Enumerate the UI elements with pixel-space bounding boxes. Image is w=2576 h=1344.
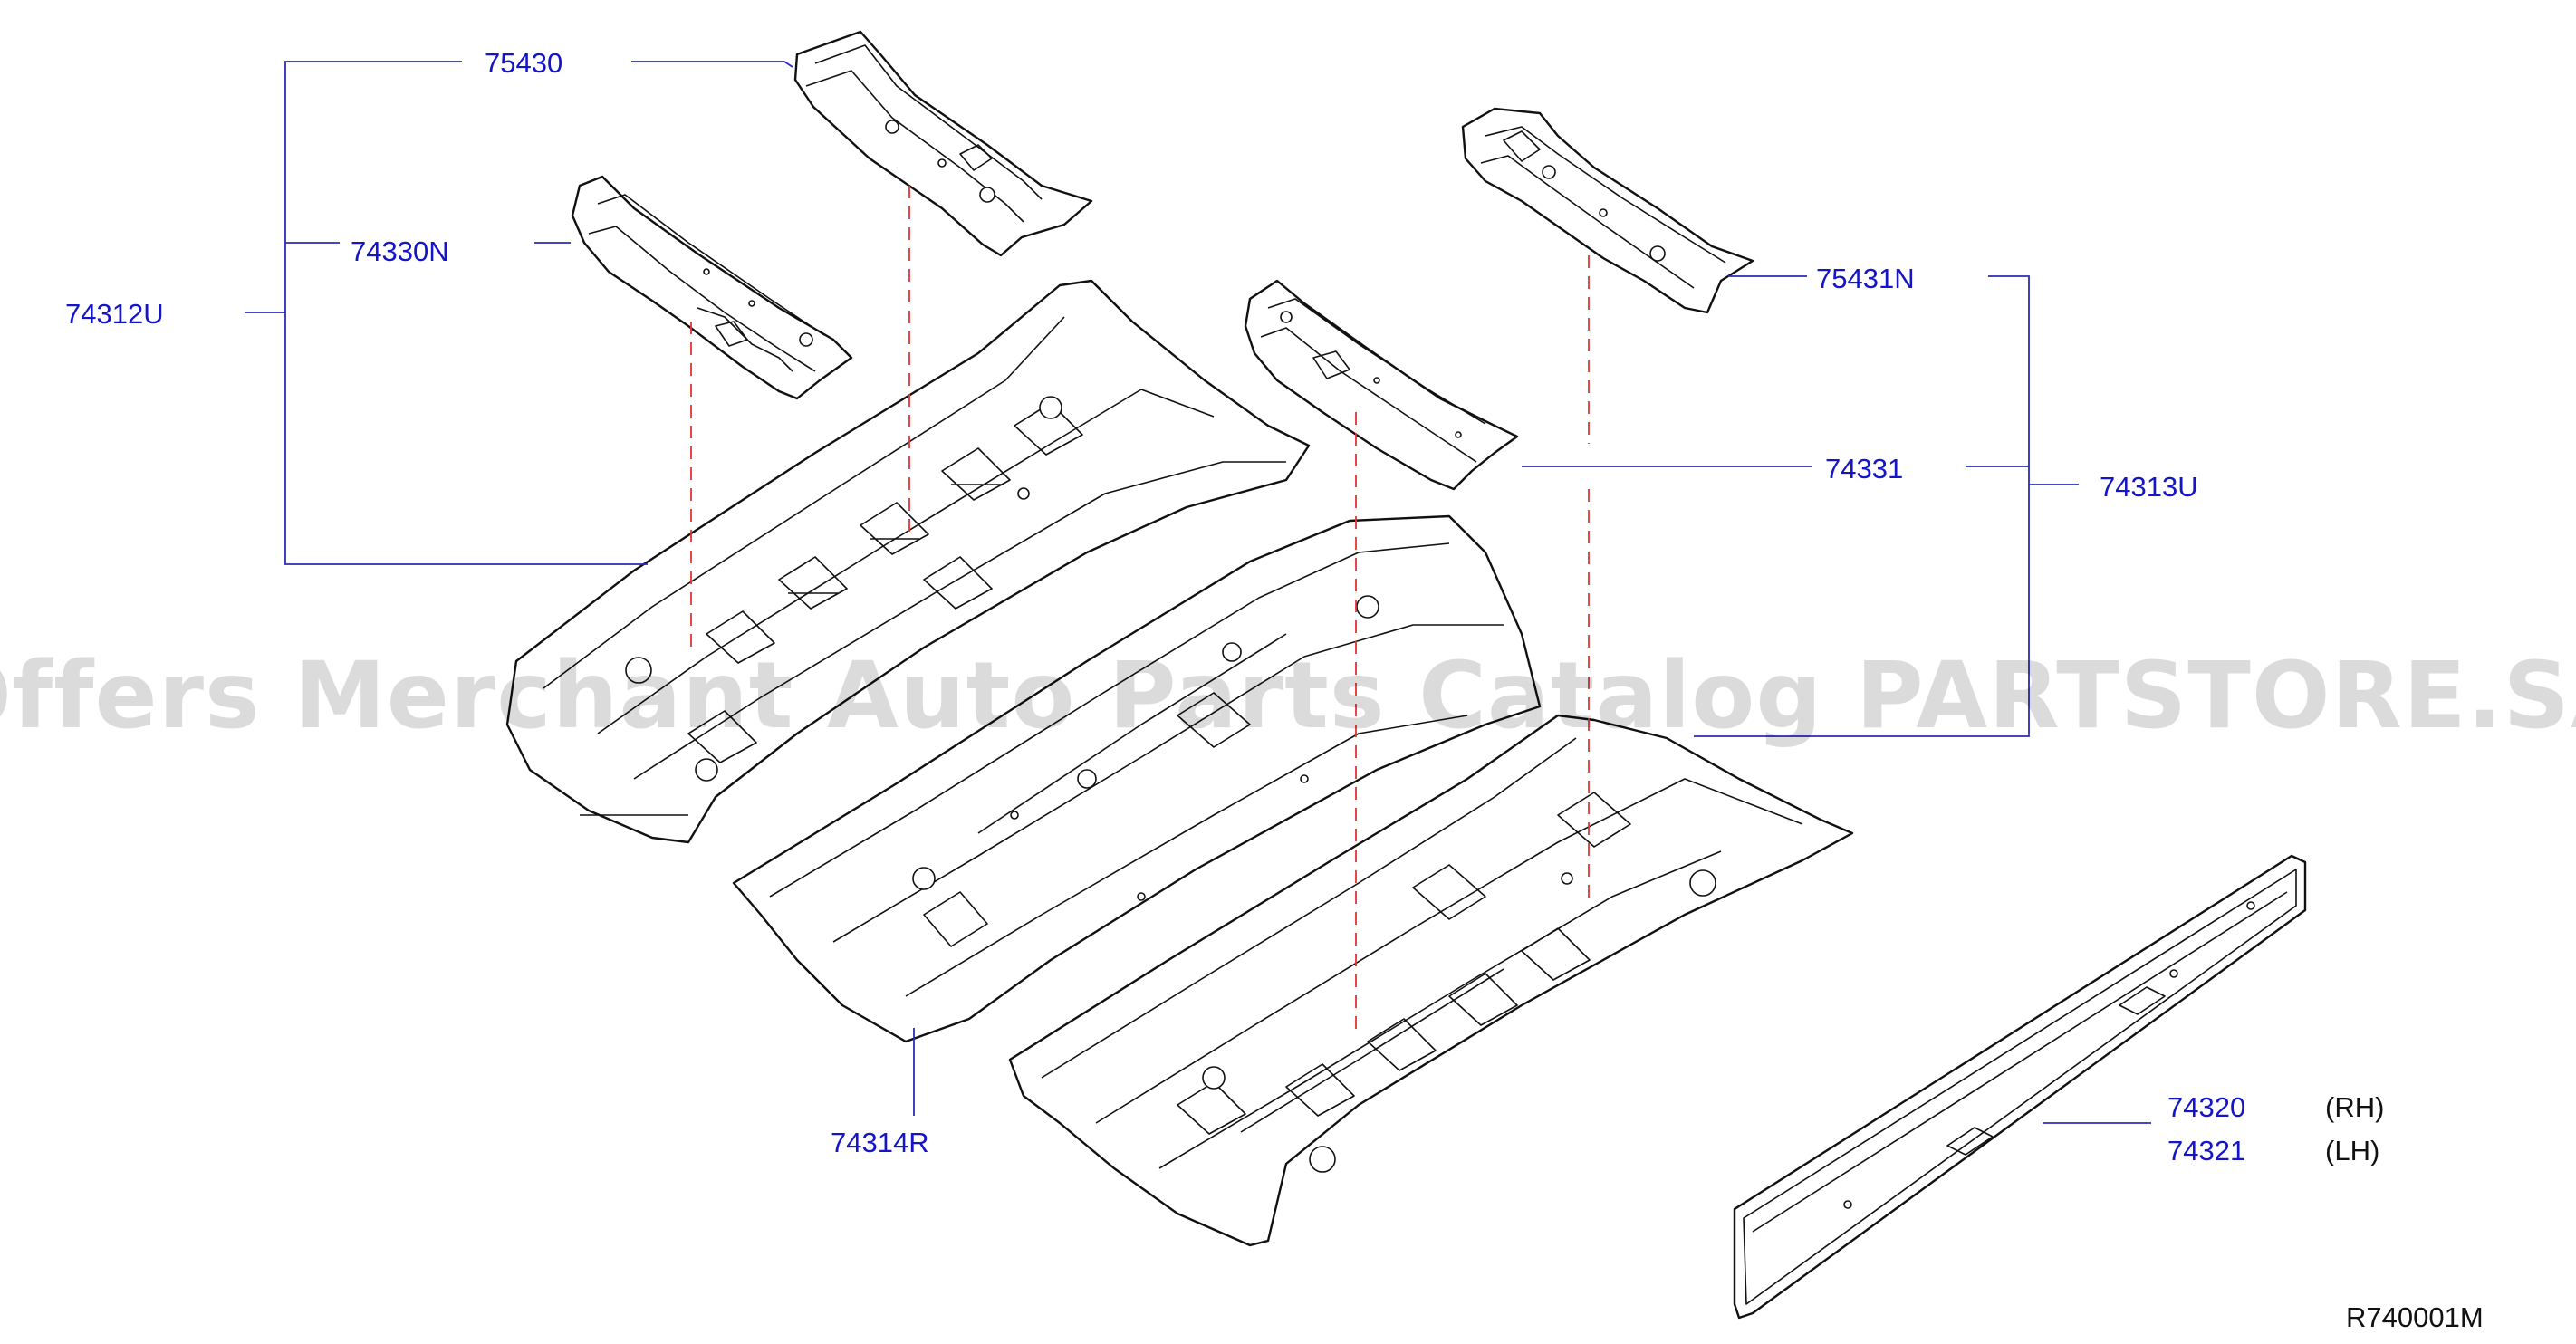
part-74320-74321-side-sill[interactable] (1733, 854, 2307, 1320)
label-74330N[interactable]: 74330N (351, 235, 449, 267)
label-74314R[interactable]: 74314R (831, 1127, 929, 1158)
label-74313U[interactable]: 74313U (2100, 471, 2198, 503)
part-labels: 75430 74330N 74312U 75431N 74331 74313U … (65, 47, 2484, 1333)
part-74313U-rear-floor[interactable] (1008, 714, 1854, 1247)
label-74320[interactable]: 74320 (2167, 1091, 2245, 1123)
watermark: Offers Merchant Auto Parts Catalog PARTS… (0, 642, 2576, 750)
part-75431N-crossmember[interactable] (1461, 107, 1754, 314)
label-74331[interactable]: 74331 (1825, 453, 1903, 485)
part-74314R-center-floor[interactable] (732, 514, 1542, 1043)
label-rh: (RH) (2325, 1091, 2384, 1123)
label-lh: (LH) (2325, 1135, 2379, 1166)
floor-panel-tiles (687, 402, 1083, 763)
bracket-74312U (284, 61, 648, 565)
leader-lines (245, 61, 2151, 1124)
leader-75430 (631, 61, 793, 68)
diagram-ref-code: R740001M (2346, 1301, 2484, 1333)
label-74312U[interactable]: 74312U (65, 298, 164, 330)
label-75430[interactable]: 75430 (485, 47, 562, 79)
part-75430-crossmember[interactable] (793, 30, 1093, 257)
part-74331-crossmember[interactable] (1244, 279, 1519, 491)
part-74330N-crossmember[interactable] (571, 175, 853, 400)
bracket-74313U (1694, 275, 2030, 737)
alignment-dashes (690, 186, 1590, 1037)
rear-floor-tiles (1177, 792, 1631, 1135)
label-74321[interactable]: 74321 (2167, 1135, 2245, 1166)
part-74312U-front-floor[interactable] (505, 279, 1311, 844)
label-75431N[interactable]: 75431N (1816, 263, 1915, 294)
